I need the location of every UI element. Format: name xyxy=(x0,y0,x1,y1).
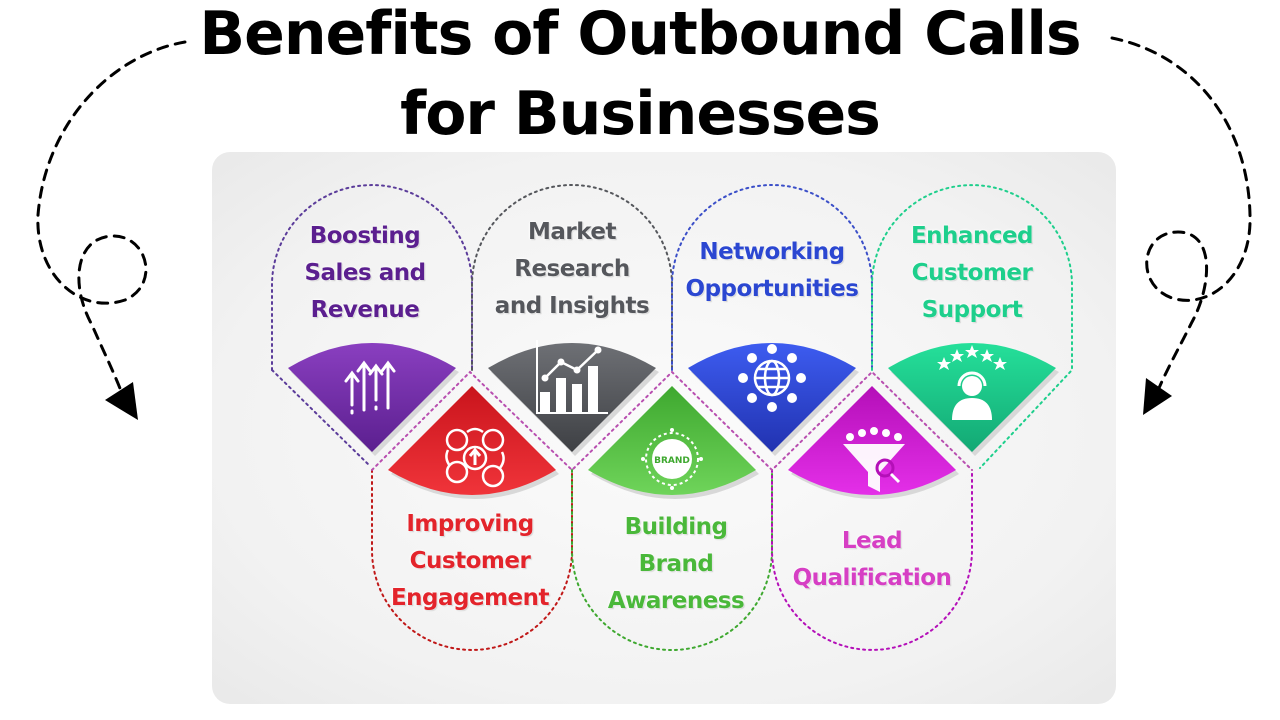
fan-networking xyxy=(688,343,859,456)
page-title-line-1: Benefits of Outbound Calls xyxy=(199,0,1081,69)
right-arrowhead xyxy=(1143,378,1172,415)
lead-funnel-icon xyxy=(843,427,905,492)
fan-engagement xyxy=(388,386,559,499)
brand-badge-icon: BRAND xyxy=(641,428,703,490)
sales-growth-arrows-icon xyxy=(344,360,396,415)
customer-engagement-icon xyxy=(445,427,505,488)
pill-outline-5 xyxy=(371,469,573,651)
pill-outline-1-lower xyxy=(271,369,371,467)
left-dashed-arrow xyxy=(36,40,187,412)
pill-outline-4 xyxy=(871,184,1073,469)
page-title-line-2: for Businesses xyxy=(400,79,881,149)
pill-outline-3 xyxy=(671,184,873,371)
network-globe-icon xyxy=(738,344,806,412)
svg-text:BRAND: BRAND xyxy=(654,456,690,466)
zigzag-outline xyxy=(371,370,973,472)
customer-support-icon xyxy=(937,345,1007,420)
pill-outline-2 xyxy=(471,184,673,371)
pill-outline-7 xyxy=(771,469,973,651)
bar-chart-icon xyxy=(536,340,608,414)
pill-outline-1 xyxy=(271,184,473,371)
left-arrowhead xyxy=(105,382,138,420)
fan-sales xyxy=(288,343,459,456)
right-dashed-arrow xyxy=(1110,36,1252,407)
pill-outline-6 xyxy=(571,469,773,651)
